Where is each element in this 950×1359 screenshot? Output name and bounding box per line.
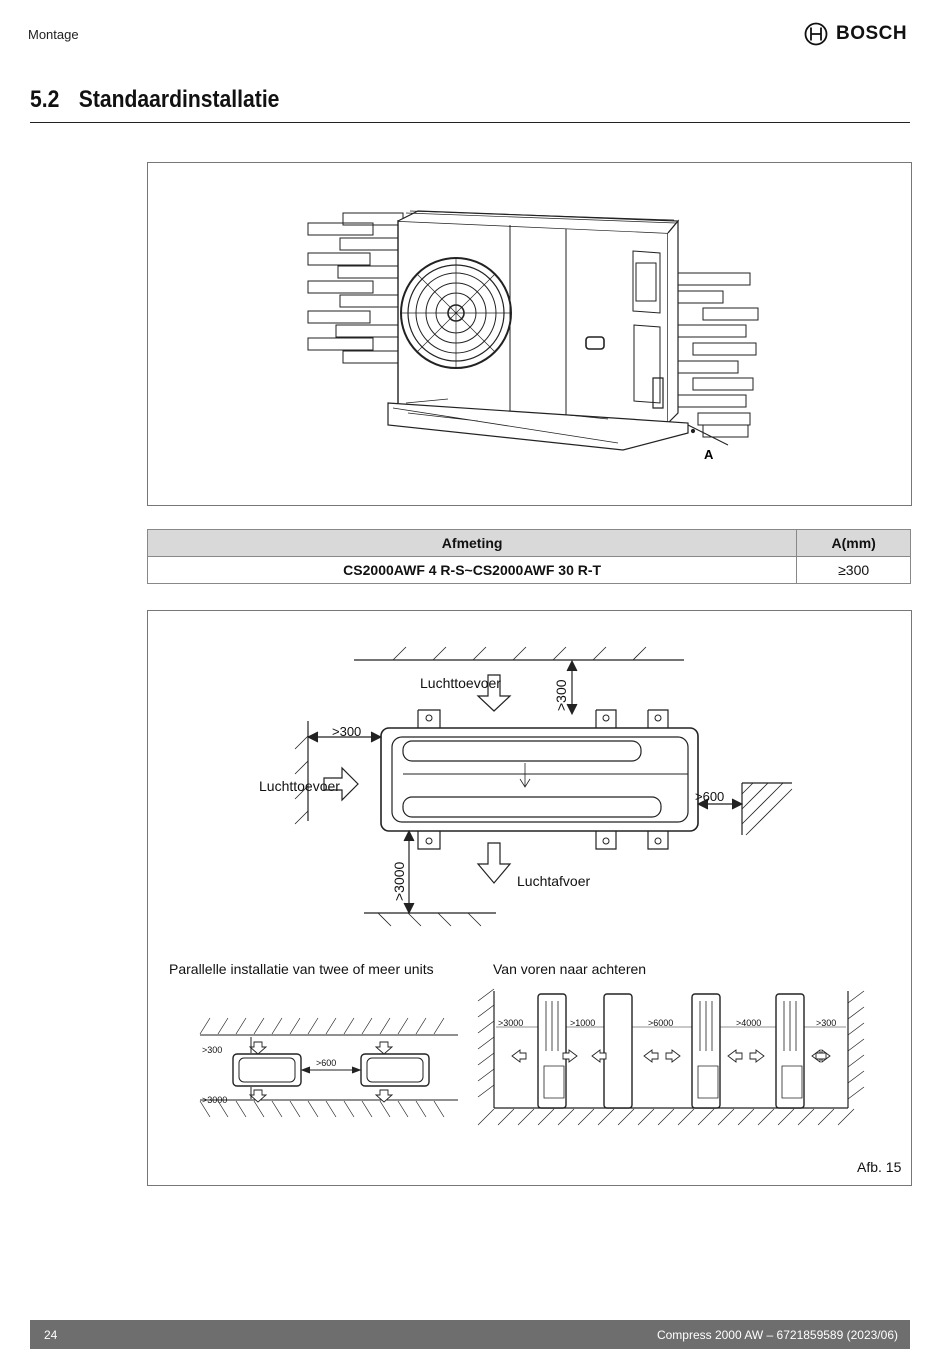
front-back-clearance-2: >1000 <box>570 1018 595 1028</box>
clearance-top-label: >300 <box>553 679 569 711</box>
label-air-inlet-top: Luchttoevoer <box>420 675 501 691</box>
document-reference: Compress 2000 AW – 6721859589 (2023/06) <box>656 1328 898 1342</box>
table-row: CS2000AWF 4 R-S~CS2000AWF 30 R-T ≥300 <box>146 556 911 584</box>
front-back-clearance-3: >6000 <box>648 1018 673 1028</box>
clearance-bottom-label: >3000 <box>391 861 407 901</box>
table-header-row: Afmeting A(mm) <box>146 529 911 557</box>
left-brick-wall <box>307 212 407 364</box>
section-number: 5.2 <box>30 86 60 113</box>
figure-clearances: Luchttoevoer Luchttoevoer Luchtafvoer >3… <box>147 610 912 1186</box>
front-back-clearance-5: >300 <box>816 1018 836 1028</box>
right-brick-wall <box>677 272 759 438</box>
dimension-table: Afmeting A(mm) CS2000AWF 4 R-S~CS2000AWF… <box>146 529 911 584</box>
brand-logo: BOSCH <box>804 22 907 46</box>
section-title: Standaardinstallatie <box>78 86 280 113</box>
clearance-marker-a: A <box>704 447 714 462</box>
parallel-clearance-bottom: >3000 <box>202 1095 227 1105</box>
brand-name: BOSCH <box>836 23 908 44</box>
page-number: 24 <box>44 1328 58 1342</box>
table-cell-model: CS2000AWF 4 R-S~CS2000AWF 30 R-T <box>146 556 798 584</box>
outdoor-unit-illustration: A <box>307 210 759 462</box>
heading-rule <box>30 122 910 123</box>
column-header-a-mm: A(mm) <box>796 529 911 557</box>
front-back-clearance-1: >3000 <box>498 1018 523 1028</box>
table-cell-value: ≥300 <box>796 556 911 584</box>
page-title: 5.2 Standaardinstallatie <box>30 86 279 114</box>
parallel-title: Parallelle installatie van twee of meer … <box>169 961 434 977</box>
clearance-diagram: Luchttoevoer Luchttoevoer Luchtafvoer >3… <box>169 646 902 1175</box>
section-label: Montage <box>28 27 79 42</box>
column-header-afmeting: Afmeting <box>146 529 798 557</box>
label-air-outlet: Luchtafvoer <box>517 873 590 889</box>
figure-outdoor-unit: A <box>147 162 912 506</box>
front-to-back-title: Van voren naar achteren <box>493 961 646 977</box>
bosch-armature-icon <box>804 22 828 46</box>
front-back-clearance-4: >4000 <box>736 1018 761 1028</box>
clearance-left-label: >300 <box>332 724 361 739</box>
clearance-right-label: >600 <box>695 789 724 804</box>
figure-caption: Afb. 15 <box>857 1159 902 1175</box>
parallel-clearance-top: >300 <box>202 1045 222 1055</box>
parallel-clearance-between: >600 <box>316 1058 336 1068</box>
label-air-inlet-left: Luchttoevoer <box>259 778 340 794</box>
page-footer: 24 Compress 2000 AW – 6721859589 (2023/0… <box>30 1320 910 1349</box>
